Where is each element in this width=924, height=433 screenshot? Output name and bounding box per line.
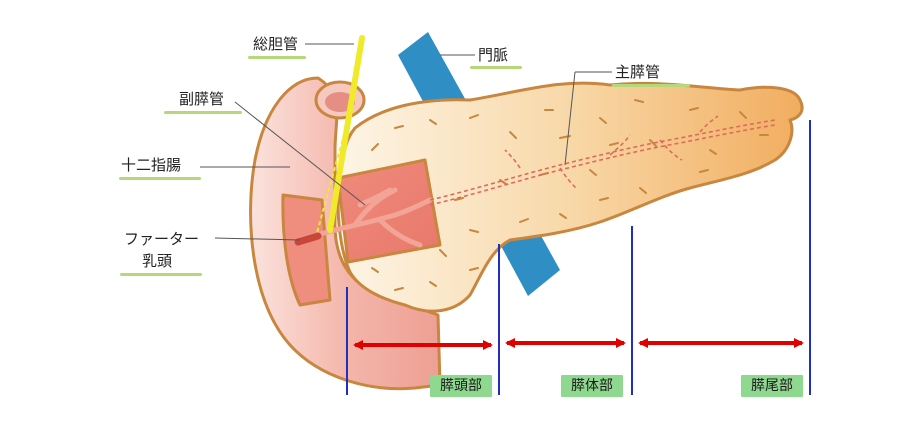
label-duodenum: 十二指腸: [121, 156, 182, 174]
label-portal-vein: 門脈: [478, 46, 509, 64]
region-tag-tail: 膵尾部: [741, 375, 803, 397]
underline-duodenum: [119, 177, 201, 180]
duct-branches: [297, 187, 433, 248]
underline-portal-vein: [470, 66, 522, 69]
label-accessory-pancreatic-duct: 副膵管: [179, 90, 225, 108]
duodenum-cutaway: [281, 193, 332, 307]
main-pancreatic-duct: [429, 115, 776, 206]
pancreas-texture: [359, 99, 769, 291]
label-main-pancreatic-duct: 主膵管: [615, 63, 661, 81]
vater-papilla: [294, 232, 322, 246]
region-dividers: [346, 120, 811, 395]
underline-accessory-pancreatic-duct: [164, 111, 242, 114]
underline-main-pancreatic-duct: [612, 84, 690, 87]
underline-common-bile-duct: [248, 56, 306, 59]
underline-vater-papilla: [120, 273, 202, 276]
region-tag-head: 膵頭部: [430, 375, 492, 397]
head-cutaway: [336, 158, 442, 264]
label-common-bile-duct: 総胆管: [253, 35, 299, 53]
common-bile-duct: [327, 35, 365, 233]
label-vater-papilla-line1: ファーター: [124, 230, 200, 248]
pancreas: [336, 81, 804, 313]
region-arrows: [353, 338, 804, 350]
label-vater-papilla-line2: 乳頭: [142, 252, 173, 270]
leader-lines: [200, 43, 612, 241]
duodenum: [249, 76, 442, 391]
region-tag-body: 膵体部: [561, 375, 623, 397]
